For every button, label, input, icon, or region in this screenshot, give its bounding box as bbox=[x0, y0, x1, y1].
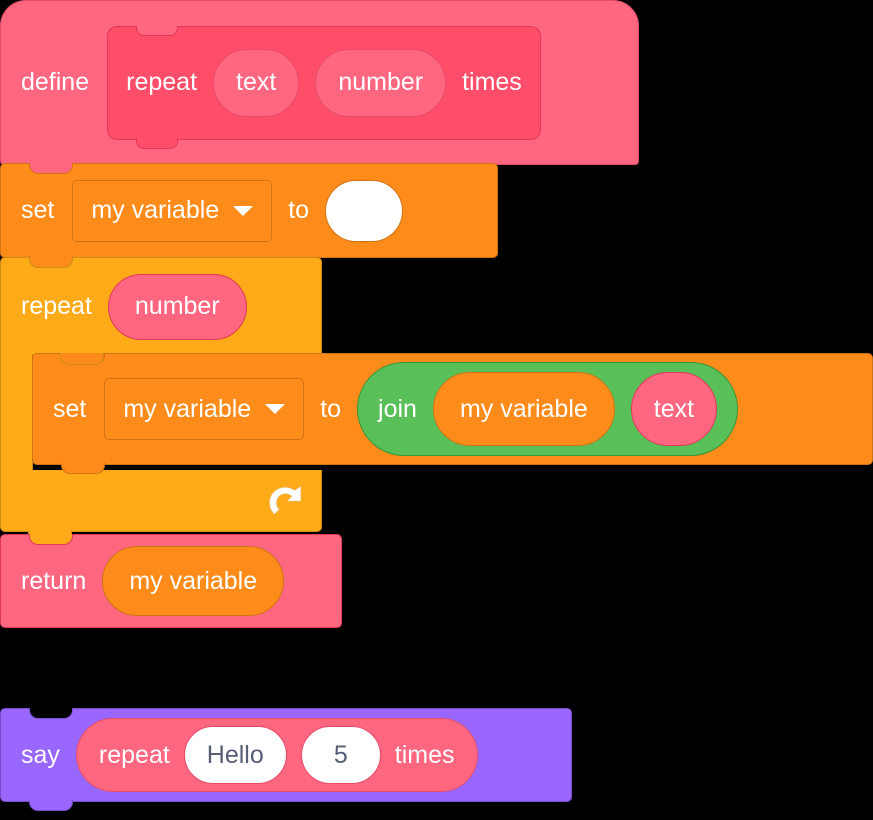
repeat-times-value: number bbox=[134, 292, 220, 320]
call-input-number[interactable]: 5 bbox=[300, 726, 381, 784]
join-operator-block[interactable]: join my variable text bbox=[357, 362, 739, 456]
variable-dropdown-inner-value: my variable bbox=[123, 394, 252, 423]
call-word-times: times bbox=[394, 740, 455, 769]
say-top-dent bbox=[29, 708, 73, 719]
set-to-label: to bbox=[288, 196, 310, 224]
variable-reporter-return-value-label: my variable bbox=[129, 566, 258, 595]
call-word-repeat: repeat bbox=[98, 740, 170, 769]
set-inner-label: set bbox=[53, 394, 87, 423]
argument-reporter-text-label: text bbox=[236, 68, 277, 96]
repeat-header[interactable]: repeat number bbox=[0, 257, 322, 355]
define-hat-block[interactable]: define repeat text number times bbox=[0, 0, 639, 175]
prototype-bottom-nub bbox=[136, 137, 179, 149]
chevron-down-icon bbox=[233, 205, 254, 216]
return-block[interactable]: return my variable bbox=[0, 534, 342, 628]
argument-reporter-number-label: number bbox=[338, 68, 424, 96]
repeat-left-arm bbox=[0, 354, 33, 470]
variable-reporter-my-variable[interactable]: my variable bbox=[432, 372, 615, 446]
variable-dropdown[interactable]: my variable bbox=[72, 179, 273, 242]
prototype-word-times: times bbox=[462, 68, 522, 96]
call-input-text-value: Hello bbox=[206, 740, 264, 769]
repeat-inner-dent bbox=[60, 353, 104, 365]
set-variable-block[interactable]: set my variable to bbox=[0, 163, 498, 267]
return-label: return bbox=[21, 566, 87, 595]
return-top-dent bbox=[29, 534, 73, 545]
repeat-top-dent bbox=[29, 257, 73, 268]
argument-reporter-number-in-repeat[interactable]: number bbox=[107, 273, 247, 340]
prototype-top-dent bbox=[136, 25, 179, 36]
set-label: set bbox=[21, 196, 55, 224]
set-inner-to-label: to bbox=[320, 394, 342, 423]
call-input-number-value: 5 bbox=[333, 740, 348, 769]
set-inner-bottom-nub bbox=[61, 463, 105, 474]
repeat-label: repeat bbox=[21, 292, 92, 320]
set-variable-join-block[interactable]: set my variable to join my variable text bbox=[32, 353, 873, 474]
loop-arrow-icon bbox=[264, 479, 308, 521]
argument-reporter-text-in-join-label: text bbox=[653, 394, 695, 423]
say-bottom-nub bbox=[29, 800, 73, 811]
say-block[interactable]: say repeat Hello 5 times bbox=[0, 708, 572, 811]
say-label: say bbox=[21, 740, 60, 769]
argument-reporter-number[interactable]: number bbox=[315, 48, 447, 117]
variable-dropdown-value: my variable bbox=[91, 196, 220, 224]
join-label: join bbox=[378, 394, 417, 423]
custom-block-call-reporter[interactable]: repeat Hello 5 times bbox=[75, 718, 478, 792]
define-label: define bbox=[21, 68, 90, 96]
set-top-dent bbox=[29, 163, 73, 174]
argument-reporter-text-in-join[interactable]: text bbox=[630, 372, 718, 446]
variable-reporter-my-variable-label: my variable bbox=[459, 394, 588, 423]
call-input-text[interactable]: Hello bbox=[183, 726, 287, 784]
variable-dropdown-inner[interactable]: my variable bbox=[104, 378, 305, 440]
repeat-footer[interactable] bbox=[0, 470, 322, 532]
set-value-input[interactable] bbox=[325, 179, 404, 242]
prototype-word-repeat: repeat bbox=[126, 68, 198, 96]
procedure-prototype[interactable]: repeat text number times bbox=[107, 25, 541, 149]
chevron-down-icon bbox=[265, 404, 286, 414]
variable-reporter-return-value[interactable]: my variable bbox=[102, 546, 285, 616]
argument-reporter-text[interactable]: text bbox=[213, 48, 300, 117]
